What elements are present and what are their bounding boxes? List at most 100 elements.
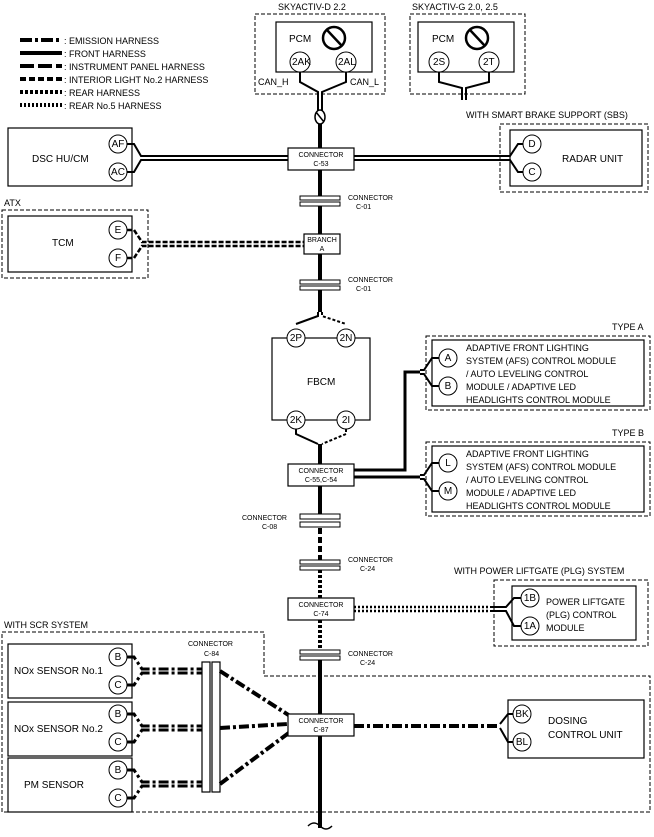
dosing-control-unit: BK BL DOSING CONTROL UNIT xyxy=(499,699,645,759)
plg-label: WITH POWER LIFTGATE (PLG) SYSTEM xyxy=(454,566,624,576)
connector-c53: CONNECTOR C-53 xyxy=(287,147,355,171)
pcm-d-can-l: CAN_L xyxy=(350,77,379,87)
dosing-line2: CONTROL UNIT xyxy=(548,730,623,741)
plg-pin-1b: 1B xyxy=(524,593,537,604)
connector-c24b-title: CONNECTOR xyxy=(348,651,393,658)
afs-a-line5: HEADLIGHTS CONTROL MODULE xyxy=(466,395,611,405)
pm-name: PM SENSOR xyxy=(24,780,84,791)
connector-c74-title: CONNECTOR xyxy=(299,602,344,609)
fbcm-name: FBCM xyxy=(307,377,335,388)
nox1-pin-b: B xyxy=(115,652,122,663)
fbcm-pin-2i: 2I xyxy=(342,415,350,426)
radar-unit: WITH SMART BRAKE SUPPORT (SBS) RADAR UNI… xyxy=(354,110,649,193)
afs-a-pin-b: B xyxy=(445,381,452,392)
afs-a-line1: ADAPTIVE FRONT LIGHTING xyxy=(466,343,589,353)
connector-c08-id: C-08 xyxy=(262,524,277,531)
connector-c87: CONNECTOR C-87 xyxy=(287,713,500,737)
nox-sensor-1: NOx SENSOR No.1 B C xyxy=(7,643,202,699)
afs-b-line5: HEADLIGHTS CONTROL MODULE xyxy=(466,501,611,511)
pcm-d-frame xyxy=(254,13,386,95)
dosing-pin-bl: BL xyxy=(516,737,529,748)
connector-c08: CONNECTOR C-08 xyxy=(242,513,341,531)
connector-c01a-title: CONNECTOR xyxy=(348,195,393,202)
legend-front-text: : FRONT HARNESS xyxy=(64,49,146,59)
tcm-name: TCM xyxy=(52,238,74,249)
plg-line1: POWER LIFTGATE xyxy=(546,597,625,607)
connector-c84-title: CONNECTOR xyxy=(188,641,233,648)
branch-title: BRANCH xyxy=(307,237,337,244)
branch-a: BRANCH A xyxy=(303,233,341,255)
radar-pin-c: C xyxy=(528,167,535,178)
afs-b-line4: MODULE / ADAPTIVE LED xyxy=(466,488,577,498)
dsc-name: DSC HU/CM xyxy=(32,154,89,165)
connector-c24-upper: CONNECTOR C-24 xyxy=(299,557,393,573)
fbcm-pin-2k: 2K xyxy=(290,415,303,426)
connector-c74-id: C-74 xyxy=(313,611,328,618)
legend-rear5-text: : REAR No.5 HARNESS xyxy=(64,101,162,111)
pcm-g-pin-2t-label: 2T xyxy=(483,57,495,68)
tcm-pin-e: E xyxy=(115,225,122,236)
connector-c74: CONNECTOR C-74 xyxy=(287,597,490,621)
fbcm-pin-2n: 2N xyxy=(340,333,353,344)
pcm-g-title: SKYACTIV-G 2.0, 2.5 xyxy=(412,2,498,12)
radar-name: RADAR UNIT xyxy=(562,154,623,165)
connector-c55-id: C-55,C-54 xyxy=(305,477,337,484)
connector-c01-upper: CONNECTOR C-01 xyxy=(299,195,393,211)
pm-sensor: PM SENSOR B C xyxy=(7,757,202,813)
afs-b-pin-m: M xyxy=(444,486,452,497)
afs-b-pin-l: L xyxy=(445,458,451,469)
connector-c55-title: CONNECTOR xyxy=(299,468,344,475)
nox1-pin-c: C xyxy=(114,680,121,691)
nox2-name: NOx SENSOR No.2 xyxy=(14,724,103,735)
afs-b-line3: / AUTO LEVELING CONTROL xyxy=(466,475,588,485)
nox-sensor-2: NOx SENSOR No.2 B C xyxy=(7,701,202,757)
afs-a-type: TYPE A xyxy=(612,322,644,332)
afs-a-line2: SYSTEM (AFS) CONTROL MODULE xyxy=(466,356,616,366)
legend-ip-text: : INSTRUMENT PANEL HARNESS xyxy=(64,62,205,72)
afs-a-pin-a: A xyxy=(445,353,452,364)
legend-emission-text: : EMISSION HARNESS xyxy=(64,36,159,46)
legend-interior-text: : INTERIOR LIGHT No.2 HARNESS xyxy=(64,75,208,85)
legend: : EMISSION HARNESS : FRONT HARNESS : INS… xyxy=(20,36,208,111)
radar-pin-d: D xyxy=(528,139,535,150)
connector-c24a-title: CONNECTOR xyxy=(348,557,393,564)
connector-c84: CONNECTOR C-84 xyxy=(188,641,292,793)
afs-type-a: TYPE A A B ADAPTIVE FRONT LIGHTING SYSTE… xyxy=(420,322,651,411)
pcm-d-title: SKYACTIV-D 2.2 xyxy=(278,2,346,12)
pcm-d-can-h: CAN_H xyxy=(258,77,289,87)
pcm-skyactiv-d: SKYACTIV-D 2.2 PCM 2AK 2AL CAN_H CAN_L xyxy=(254,2,386,125)
tcm-pin-f: F xyxy=(115,253,121,264)
connector-c01b-title: CONNECTOR xyxy=(348,277,393,284)
connector-c08-title: CONNECTOR xyxy=(242,515,287,522)
plg-pin-1a: 1A xyxy=(524,621,537,632)
connector-c87-title: CONNECTOR xyxy=(299,718,344,725)
connector-c24b-id: C-24 xyxy=(360,660,375,667)
scr-label: WITH SCR SYSTEM xyxy=(4,620,88,630)
branch-id: A xyxy=(320,246,325,253)
break-mark-icon xyxy=(307,822,333,830)
pcm-d-pin-2al-label: 2AL xyxy=(338,57,356,68)
pcm-skyactiv-g: SKYACTIV-G 2.0, 2.5 PCM 2S 2T xyxy=(409,2,526,100)
fbcm-pin-2p: 2P xyxy=(290,333,303,344)
plg-line3: MODULE xyxy=(546,623,585,633)
sbs-label: WITH SMART BRAKE SUPPORT (SBS) xyxy=(466,110,628,120)
pm-pin-b: B xyxy=(115,765,122,776)
nox1-name: NOx SENSOR No.1 xyxy=(14,666,103,677)
main-trunk xyxy=(307,124,333,830)
afs-b-line2: SYSTEM (AFS) CONTROL MODULE xyxy=(466,462,616,472)
connector-c84-id: C-84 xyxy=(204,651,219,658)
connector-c01-lower: CONNECTOR C-01 xyxy=(299,277,393,293)
tcm: ATX TCM E F xyxy=(1,198,304,279)
connector-c01b-id: C-01 xyxy=(356,286,371,293)
connector-c24-lower: CONNECTOR C-24 xyxy=(299,649,393,667)
afs-type-b: TYPE B L M ADAPTIVE FRONT LIGHTING SYSTE… xyxy=(420,428,651,517)
dsc-pin-af: AF xyxy=(112,139,125,150)
dosing-line1: DOSING xyxy=(548,716,588,727)
connector-c01a-id: C-01 xyxy=(356,204,371,211)
pcm-g-frame xyxy=(409,13,526,95)
pcm-d-pin-2ak-label: 2AK xyxy=(292,57,311,68)
scr-system: WITH SCR SYSTEM xyxy=(1,620,651,813)
nox2-pin-c: C xyxy=(114,737,121,748)
afs-b-type: TYPE B xyxy=(612,428,644,438)
